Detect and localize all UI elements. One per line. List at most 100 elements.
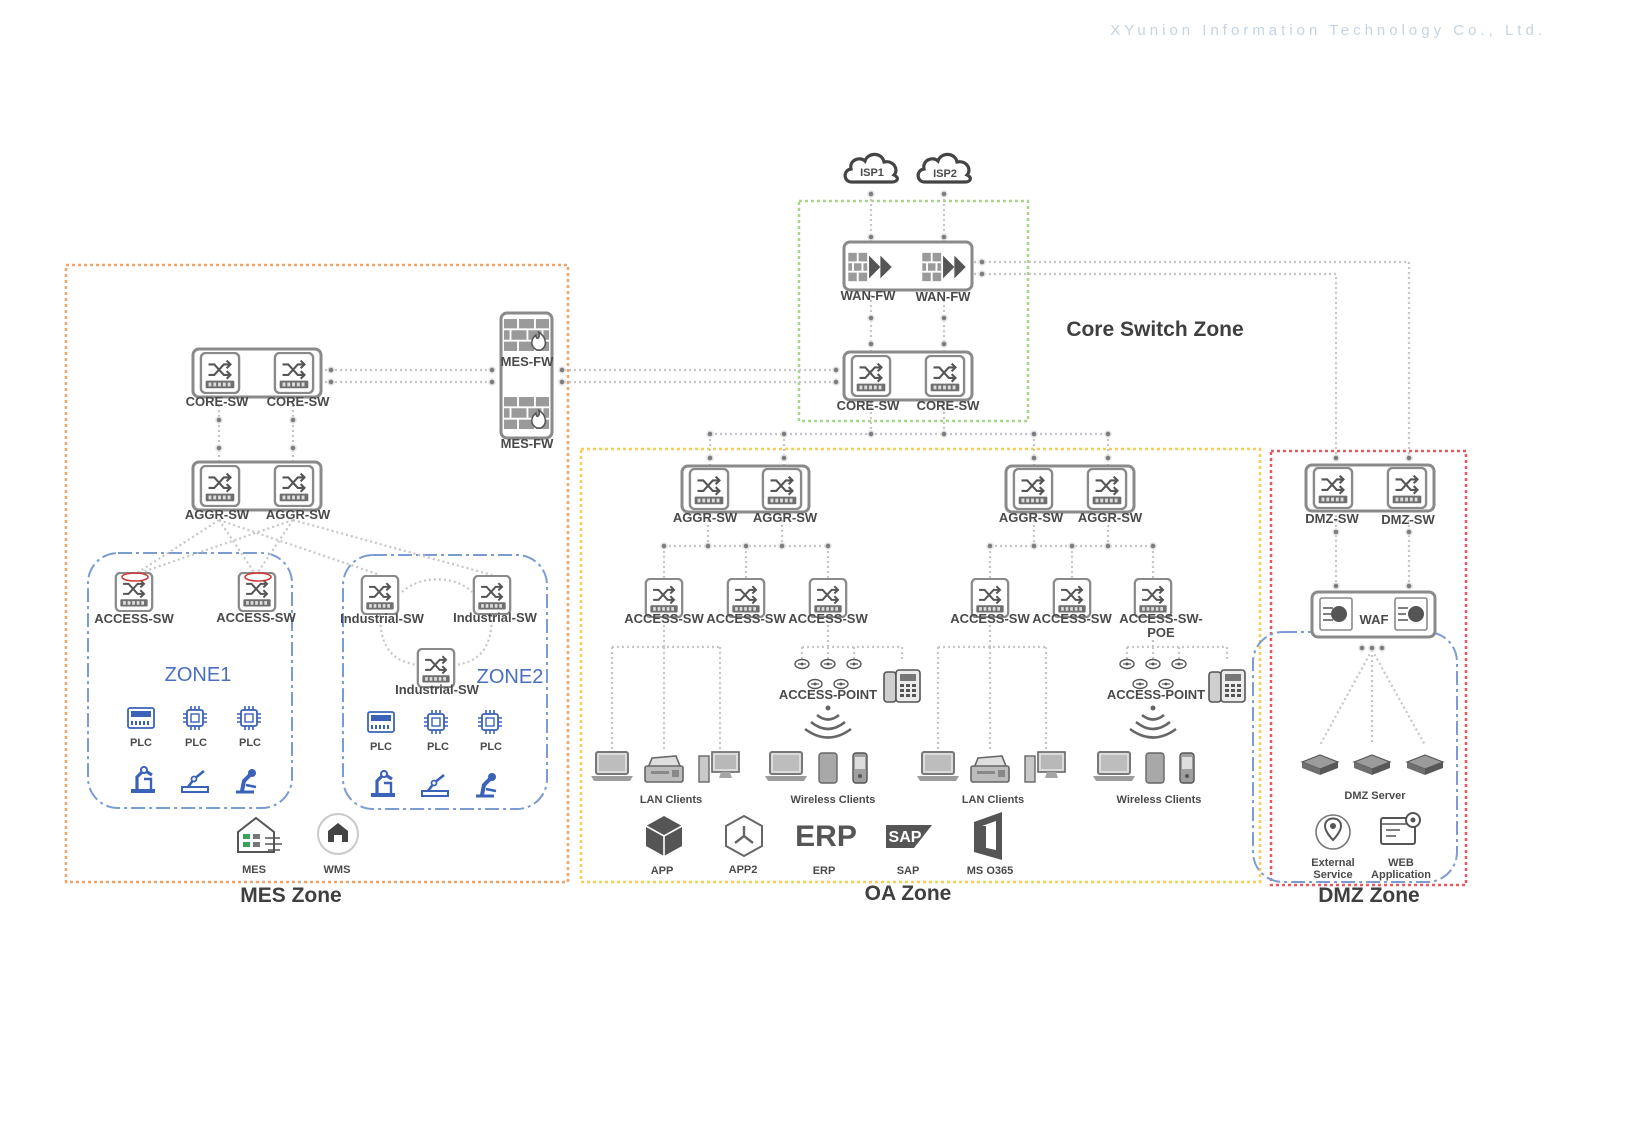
erp-icon: ERP ERP [795,820,857,877]
chip-icon [423,709,449,735]
wifi-icon [1129,713,1177,739]
svg-text:Wireless Clients: Wireless Clients [791,794,876,806]
svg-text:PLC: PLC [427,741,449,753]
links [133,194,1426,752]
ip-phone-icon [1208,669,1246,703]
core-zone-boundary [797,199,1030,423]
svg-text:MES-FW: MES-FW [501,354,554,369]
robot-arm-icon [474,771,498,798]
svg-text:ACCESS-SW: ACCESS-SW [950,611,1030,626]
svg-text:LAN Clients: LAN Clients [640,794,702,806]
connection-dots [215,190,1413,652]
wifi-icon [804,713,852,739]
svg-text:Industrial-SW: Industrial-SW [340,611,425,626]
robot-arm-icon [129,765,157,795]
svg-text:ACCESS-SW: ACCESS-SW [624,611,704,626]
svg-text:ACCESS-SW: ACCESS-SW [706,611,786,626]
chip-icon [477,709,503,735]
app-icon: APP [645,816,683,877]
mes-access-sw: ACCESS-SW ACCESS-SW [94,572,296,626]
laptop-icon [916,751,960,782]
chip-icon [182,705,208,731]
isp1-cloud: ISP1 [843,152,899,184]
mes-zone-boundary [64,263,570,884]
plc-icon [367,711,395,733]
server-icon [1353,754,1391,776]
access-point-group-left: ACCESS-POINT [779,658,921,739]
svg-text:ACCESS-SW: ACCESS-SW [1032,611,1112,626]
robot-arm-icon [420,773,450,798]
mes-fw-stack: MES-FW MES-FW [499,311,554,451]
svg-text:ISP2: ISP2 [933,168,957,180]
tablet-icon [818,752,838,784]
svg-text:ACCESS-SW-POE: ACCESS-SW-POE [1119,611,1203,640]
mes-aggr-sw-pair: AGGR-SW AGGR-SW [185,460,331,522]
svg-text:CORE-SW: CORE-SW [186,394,250,409]
svg-text:CORE-SW: CORE-SW [267,394,331,409]
svg-text:ACCESS-SW: ACCESS-SW [788,611,868,626]
core-sw-pair: CORE-SW CORE-SW [837,350,980,413]
svg-text:Industrial-SW: Industrial-SW [453,610,538,625]
zone1-boundary [87,552,293,809]
svg-text:PLC: PLC [130,737,152,749]
svg-text:ACCESS-SW: ACCESS-SW [216,610,296,625]
svg-text:WAF: WAF [1360,612,1389,627]
zone2-boundary [342,554,548,810]
laptop-icon [590,751,634,782]
wireless-clients-left: Wireless Clients [764,751,876,806]
svg-text:ERP: ERP [795,820,857,853]
lan-clients-right: LAN Clients [916,751,1066,806]
svg-text:ACCESS-SW: ACCESS-SW [94,611,174,626]
svg-text:MES-FW: MES-FW [501,436,554,451]
dmz-zone-title: DMZ Zone [1318,884,1419,907]
svg-text:PLC: PLC [185,737,207,749]
robot-arm-icon [180,769,210,794]
svg-text:ISP1: ISP1 [860,167,884,179]
robot-arm-icon [369,769,397,799]
waf-device: WAF [1310,590,1437,639]
mes-zone-title: MES Zone [240,884,342,907]
svg-text:AGGR-SW: AGGR-SW [266,507,331,522]
desktop-icon [1024,751,1066,783]
app2-icon: APP2 [725,814,763,876]
desktop-icon [698,751,740,783]
zone1-devices: PLC PLC PLC [127,705,262,795]
svg-text:PLC: PLC [480,741,502,753]
printer-icon [970,755,1010,783]
sap-icon: SAP SAP [886,825,932,877]
laptop-icon [764,751,808,782]
svg-text:PLC: PLC [239,737,261,749]
svg-text:CORE-SW: CORE-SW [837,398,901,413]
ms-o365-icon: MS O365 [967,812,1013,877]
dmz-subzone-boundary [1252,631,1458,883]
wireless-clients-right: Wireless Clients [1092,751,1201,806]
svg-text:AGGR-SW: AGGR-SW [753,510,818,525]
svg-text:ERP: ERP [813,865,836,877]
oa-aggr-sw-pair-right: AGGR-SW AGGR-SW [999,464,1143,525]
svg-text:Industrial-SW: Industrial-SW [395,682,480,697]
printer-icon [644,755,684,783]
chip-icon [236,705,262,731]
ip-phone-icon [883,669,921,703]
wan-fw-label: WAN-FW [841,288,897,303]
zone2-label: ZONE2 [477,666,544,688]
svg-text:DMZ Server: DMZ Server [1344,790,1406,802]
svg-text:DMZ-SW: DMZ-SW [1381,512,1435,527]
lan-clients-left: LAN Clients [590,751,740,806]
zone1-label: ZONE1 [165,664,232,686]
oa-access-sw: ACCESS-SW ACCESS-SW ACCESS-SW ACCESS-SW … [624,578,1203,640]
mes-app: MES [237,816,282,876]
svg-text:AGGR-SW: AGGR-SW [185,507,250,522]
tablet-icon [1145,752,1165,784]
svg-text:AGGR-SW: AGGR-SW [999,510,1064,525]
robot-arm-icon [234,767,258,794]
wan-fw-pair: WAN-FW WAN-FW [841,240,974,304]
svg-text:LAN Clients: LAN Clients [962,794,1024,806]
dmz-zone-boundary [1269,449,1468,887]
plc-icon [127,707,155,729]
